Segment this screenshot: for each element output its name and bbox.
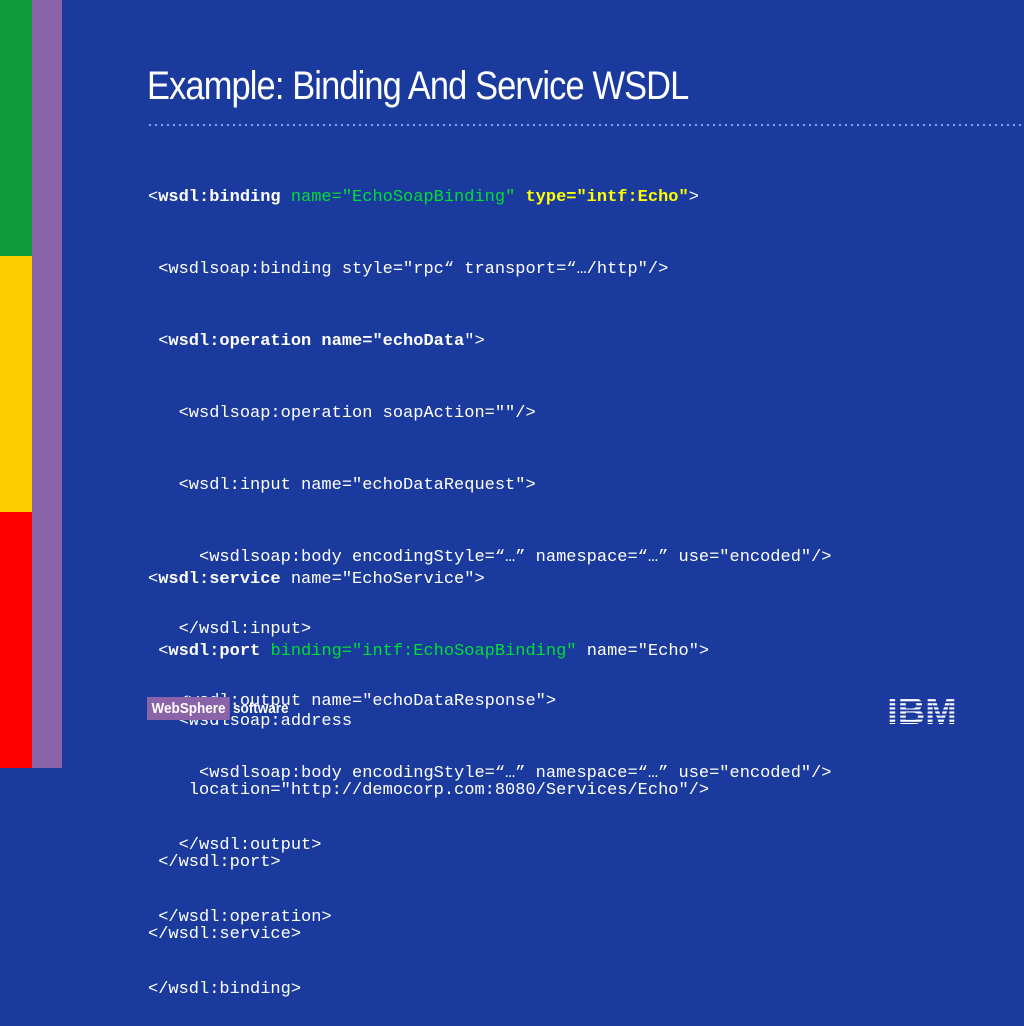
- yellow-stripe: [0, 256, 32, 512]
- code-line: <wsdl:input name="echoDataRequest">: [148, 476, 536, 495]
- code-line: <wsdl:operation name="echoData">: [148, 332, 485, 351]
- websphere-label: WebSphere: [147, 697, 231, 720]
- dotted-divider: [147, 122, 1024, 130]
- ibm-logo: IBM: [887, 695, 957, 725]
- code-line: </wsdl:binding>: [148, 980, 302, 999]
- code-line: <wsdl:service name="EchoService">: [148, 570, 485, 589]
- code-line: </wsdl:port>: [148, 853, 281, 872]
- code-line: <wsdlsoap:binding style="rpc“ transport=…: [148, 260, 669, 279]
- red-stripe: [0, 512, 32, 768]
- websphere-logo: WebSphere software: [147, 696, 295, 721]
- code-line: <wsdl:port binding="intf:EchoSoapBinding…: [148, 642, 710, 661]
- green-stripe: [0, 0, 32, 256]
- code-line: </wsdl:input>: [148, 620, 312, 639]
- code-line: <wsdlsoap:body encodingStyle=“…” namespa…: [148, 548, 832, 567]
- code-line: </wsdl:service>: [148, 925, 302, 944]
- code-line: location="http://democorp.com:8080/Servi…: [148, 781, 710, 800]
- code-line: <wsdlsoap:operation soapAction=""/>: [148, 404, 536, 423]
- slide-title: Example: Binding And Service WSDL: [147, 64, 689, 108]
- software-label: software: [233, 700, 289, 717]
- service-code-block: <wsdl:service name="EchoService"> <wsdl:…: [148, 520, 709, 971]
- svg-text:IBM: IBM: [887, 695, 957, 725]
- purple-stripe: [32, 0, 62, 768]
- code-line: <wsdl:binding name="EchoSoapBinding" typ…: [148, 188, 699, 207]
